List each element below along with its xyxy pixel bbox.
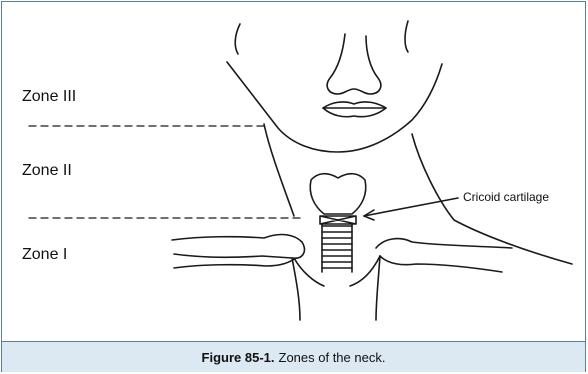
left-jaw-stroke [235,24,240,54]
figure-number: Figure 85-1. [202,350,275,365]
jaw-outline [227,62,442,152]
left-clavicle-lower [174,258,296,268]
figure-caption-text: Zones of the neck. [279,350,386,365]
right-jaw-stroke [405,21,408,52]
zone-i-label: Zone I [22,246,67,264]
nose [327,34,381,94]
left-clavicle [172,235,304,259]
zone-ii-label: Zone II [22,162,72,180]
right-clavicle [376,239,512,248]
right-clavicle-lower [380,256,502,272]
right-sternal-line [350,256,380,286]
thyroid-cartilage [310,174,366,214]
right-chest-line [376,256,380,320]
figure-caption: Figure 85-1. Zones of the neck. [2,341,585,372]
left-chest-line [292,258,300,320]
zone-iii-label: Zone III [22,88,76,106]
left-sternal-line [294,258,324,286]
mouth [323,102,386,117]
tracheal-rings [322,226,352,268]
cricoid-cartilage-label: Cricoid cartilage [463,190,549,204]
cricoid-cartilage [320,216,356,224]
neck-illustration [2,2,587,342]
